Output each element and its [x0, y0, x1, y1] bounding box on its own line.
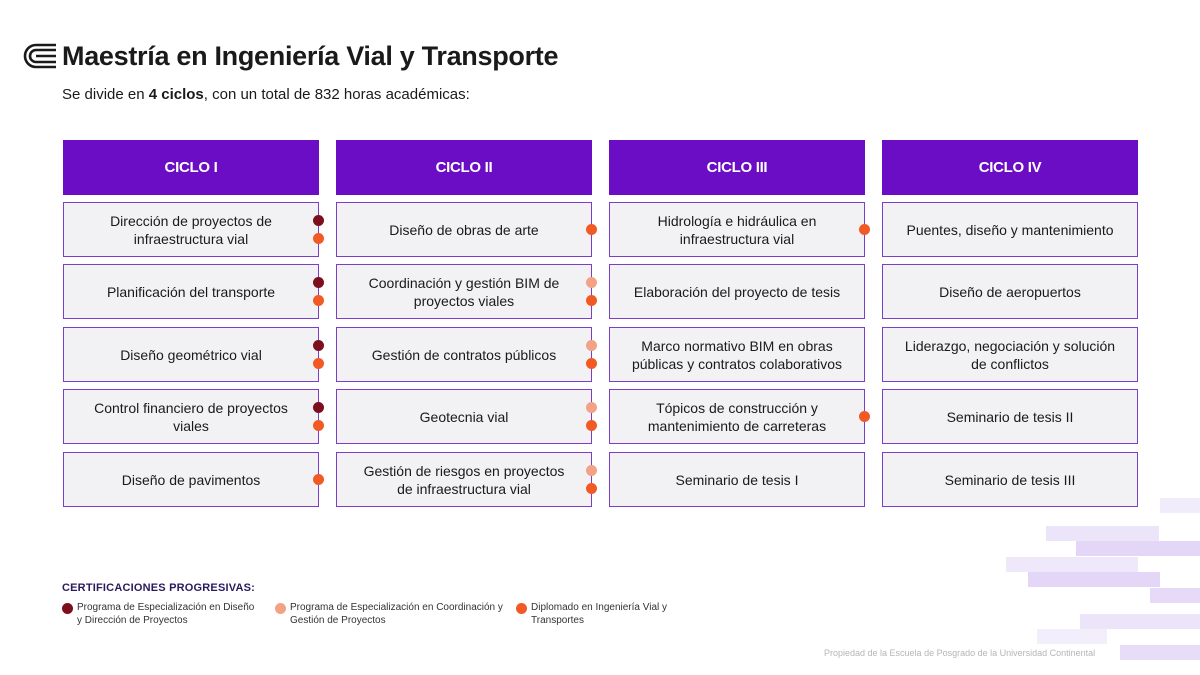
legend-dot-dark-red	[62, 603, 73, 614]
course-card: Gestión de contratos públicos	[336, 327, 592, 382]
decorative-bar	[1006, 557, 1138, 572]
certification-dot-orange	[312, 358, 324, 369]
course-card: Coordinación y gestión BIM de proyectos …	[336, 264, 592, 319]
certification-dot-salmon	[585, 340, 597, 351]
legend-label: Programa de Especialización en Coordinac…	[290, 602, 503, 626]
certification-dot-orange	[858, 411, 870, 422]
certification-dot-dark-red	[312, 340, 324, 351]
decorative-bar	[1080, 614, 1200, 629]
course-card: Hidrología e hidráulica en infraestructu…	[609, 202, 865, 257]
page-title: Maestría en Ingeniería Vial y Transporte	[62, 41, 559, 71]
certification-dot-orange	[312, 295, 324, 306]
page-subtitle: Se divide en 4 ciclos, con un total de 8…	[62, 86, 470, 103]
course-card: Geotecnia vial	[336, 389, 592, 444]
course-card: Liderazgo, negociación y solución de con…	[882, 327, 1138, 382]
course-card: Diseño geométrico vial	[63, 327, 319, 382]
certification-dot-orange	[312, 474, 324, 485]
cycle-column-1: CICLO I Dirección de proyectos de infrae…	[63, 140, 319, 507]
certification-dot-orange	[585, 420, 597, 431]
course-card: Diseño de aeropuertos	[882, 264, 1138, 319]
certification-dot-orange	[312, 420, 324, 431]
certification-dot-orange	[585, 358, 597, 369]
course-card: Seminario de tesis I	[609, 452, 865, 507]
cycle-header: CICLO II	[336, 140, 592, 195]
cycle-column-3: CICLO III Hidrología e hidráulica en inf…	[609, 140, 865, 507]
legend-dot-salmon	[275, 603, 286, 614]
certification-dot-dark-red	[312, 402, 324, 413]
course-card: Dirección de proyectos de infraestructur…	[63, 202, 319, 257]
cycle-header: CICLO I	[63, 140, 319, 195]
course-card: Planificación del transporte	[63, 264, 319, 319]
decorative-bar	[1028, 572, 1160, 587]
university-logo-icon	[23, 43, 56, 69]
decorative-bar	[1150, 588, 1200, 603]
course-card: Elaboración del proyecto de tesis	[609, 264, 865, 319]
certification-dot-orange	[858, 224, 870, 235]
decorative-bar	[1120, 645, 1200, 660]
cycle-header: CICLO III	[609, 140, 865, 195]
course-card: Puentes, diseño y mantenimiento	[882, 202, 1138, 257]
decorative-bar	[1037, 629, 1107, 644]
course-card: Diseño de obras de arte	[336, 202, 592, 257]
footer-copyright: Propiedad de la Escuela de Posgrado de l…	[824, 648, 1096, 658]
legend-item: Programa de Especialización en Coordinac…	[275, 601, 503, 627]
course-card: Gestión de riesgos en proyectos de infra…	[336, 452, 592, 507]
cycle-column-2: CICLO II Diseño de obras de arte Coordin…	[336, 140, 592, 507]
course-card: Control financiero de proyectos viales	[63, 389, 319, 444]
cycle-header: CICLO IV	[882, 140, 1138, 195]
course-card: Seminario de tesis II	[882, 389, 1138, 444]
certification-dot-dark-red	[312, 215, 324, 226]
decorative-bar	[1160, 498, 1200, 513]
legend-title: CERTIFICACIONES PROGRESIVAS:	[62, 582, 256, 594]
certification-dot-orange	[585, 295, 597, 306]
course-card: Marco normativo BIM en obras públicas y …	[609, 327, 865, 382]
certification-dot-orange	[312, 233, 324, 244]
decorative-bar	[1046, 526, 1159, 541]
course-card: Tópicos de construcción y mantenimiento …	[609, 389, 865, 444]
course-card: Diseño de pavimentos	[63, 452, 319, 507]
certification-dot-orange	[585, 483, 597, 494]
certification-dot-salmon	[585, 402, 597, 413]
course-card: Seminario de tesis III	[882, 452, 1138, 507]
certification-dot-salmon	[585, 277, 597, 288]
certification-dot-dark-red	[312, 277, 324, 288]
cycle-column-4: CICLO IV Puentes, diseño y mantenimiento…	[882, 140, 1138, 507]
certification-dot-salmon	[585, 465, 597, 476]
legend-dot-orange	[516, 603, 527, 614]
certification-dot-orange	[585, 224, 597, 235]
decorative-bar	[1076, 541, 1200, 556]
